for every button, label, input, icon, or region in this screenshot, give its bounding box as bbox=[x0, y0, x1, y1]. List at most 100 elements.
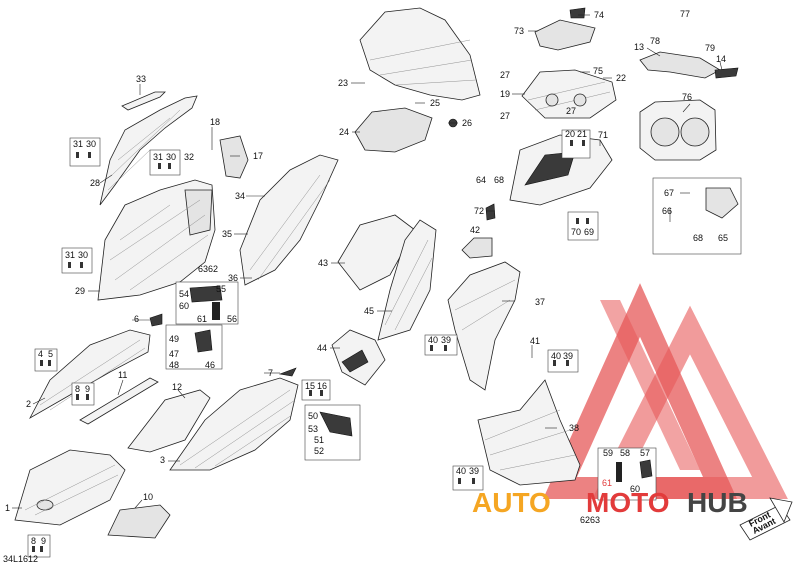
label-59: 59 bbox=[603, 448, 613, 458]
callout-box-31-30-left bbox=[69, 137, 101, 167]
label-36: 36 bbox=[228, 273, 238, 283]
label-38: 38 bbox=[569, 423, 579, 433]
part-6 bbox=[149, 313, 163, 327]
label-39-a: 39 bbox=[441, 335, 451, 345]
label-58: 58 bbox=[620, 448, 630, 458]
label-50: 50 bbox=[308, 411, 318, 421]
label-47: 47 bbox=[169, 349, 179, 359]
label-61: 61 bbox=[197, 314, 207, 324]
label-18: 18 bbox=[210, 117, 220, 127]
label-69: 69 bbox=[584, 227, 594, 237]
part-37 bbox=[447, 261, 521, 391]
label-31-c: 31 bbox=[65, 250, 75, 260]
label-3: 3 bbox=[160, 455, 165, 465]
label-21: 21 bbox=[577, 129, 587, 139]
watermark-moto: MOTO bbox=[586, 487, 669, 518]
part-13 bbox=[639, 51, 721, 79]
label-51: 51 bbox=[314, 435, 324, 445]
label-64: 64 bbox=[476, 175, 486, 185]
part-12 bbox=[127, 389, 211, 453]
label-32: 32 bbox=[184, 152, 194, 162]
label-6: 6 bbox=[134, 314, 139, 324]
label-19: 19 bbox=[500, 89, 510, 99]
label-27-c: 27 bbox=[500, 111, 510, 121]
label-25: 25 bbox=[430, 98, 440, 108]
label-60: 60 bbox=[179, 301, 189, 311]
label-20: 20 bbox=[565, 129, 575, 139]
part-11 bbox=[79, 377, 159, 425]
label-37: 37 bbox=[535, 297, 545, 307]
callout-box-20-21 bbox=[561, 129, 591, 159]
label-46: 46 bbox=[205, 360, 215, 370]
label-24: 24 bbox=[339, 127, 349, 137]
part-74 bbox=[569, 7, 586, 19]
label-53: 53 bbox=[308, 424, 318, 434]
part-10 bbox=[107, 504, 171, 539]
label-9-b: 9 bbox=[41, 536, 46, 546]
callout-box-40-39-right bbox=[547, 349, 579, 373]
label-52: 52 bbox=[314, 446, 324, 456]
label-74: 74 bbox=[594, 10, 604, 20]
callout-box-46-49 bbox=[165, 324, 223, 370]
watermark-auto: AUTO bbox=[472, 487, 551, 518]
label-78: 78 bbox=[650, 36, 660, 46]
label-68: 68 bbox=[693, 233, 703, 243]
part-17 bbox=[219, 135, 249, 179]
label-9-a: 9 bbox=[85, 384, 90, 394]
label-56: 56 bbox=[227, 314, 237, 324]
label-14: 14 bbox=[716, 54, 726, 64]
reference-code: 34L1612 bbox=[3, 554, 38, 564]
label-70: 70 bbox=[571, 227, 581, 237]
label-7: 7 bbox=[268, 368, 273, 378]
part-23 bbox=[359, 7, 481, 101]
label-55: 55 bbox=[216, 284, 226, 294]
label-40-c: 40 bbox=[456, 466, 466, 476]
label-27-a: 27 bbox=[500, 70, 510, 80]
label-1: 1 bbox=[5, 503, 10, 513]
callout-box-31-30-lower bbox=[61, 247, 93, 274]
label-4: 4 bbox=[38, 349, 43, 359]
part-42 bbox=[461, 237, 493, 259]
part-7 bbox=[278, 367, 297, 377]
label-77: 77 bbox=[680, 9, 690, 19]
part-14 bbox=[714, 67, 739, 79]
label-45: 45 bbox=[364, 306, 374, 316]
label-39-b: 39 bbox=[563, 351, 573, 361]
label-43: 43 bbox=[318, 258, 328, 268]
label-11: 11 bbox=[118, 370, 127, 380]
part-number-labels: 33 31 30 28 18 31 30 32 17 34 35 31 30 6… bbox=[5, 9, 728, 546]
label-54: 54 bbox=[179, 289, 189, 299]
label-34: 34 bbox=[235, 191, 245, 201]
label-75: 75 bbox=[593, 66, 603, 76]
label-40-b: 40 bbox=[551, 351, 561, 361]
label-22: 22 bbox=[616, 73, 626, 83]
label-42: 42 bbox=[470, 225, 480, 235]
label-67: 67 bbox=[664, 188, 674, 198]
label-60-b: 60 bbox=[630, 484, 640, 494]
callout-box-70-69 bbox=[567, 211, 599, 241]
part-29 bbox=[97, 179, 216, 301]
label-8-b: 8 bbox=[31, 536, 36, 546]
label-10: 10 bbox=[143, 492, 153, 502]
watermark-logo bbox=[542, 283, 788, 499]
label-8-a: 8 bbox=[75, 384, 80, 394]
label-61-b: 61 bbox=[602, 478, 612, 488]
label-13: 13 bbox=[634, 42, 644, 52]
part-34-36 bbox=[239, 154, 339, 286]
front-direction-arrow bbox=[739, 497, 793, 541]
label-44: 44 bbox=[317, 343, 327, 353]
label-33: 33 bbox=[136, 74, 146, 84]
label-30-c: 30 bbox=[78, 250, 88, 260]
part-72 bbox=[485, 203, 496, 221]
label-35: 35 bbox=[222, 229, 232, 239]
label-71: 71 bbox=[598, 130, 608, 140]
part-24 bbox=[354, 107, 433, 153]
part-33 bbox=[121, 91, 166, 111]
label-76: 76 bbox=[682, 92, 692, 102]
label-6362: 6362 bbox=[198, 264, 218, 274]
callout-box-31-30-mid bbox=[149, 149, 181, 176]
label-15: 15 bbox=[305, 381, 315, 391]
label-48: 48 bbox=[169, 360, 179, 370]
